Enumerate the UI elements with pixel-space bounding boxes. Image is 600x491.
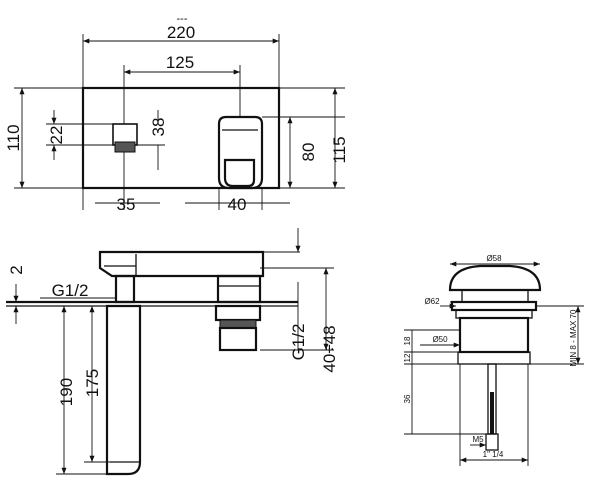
front-lever — [217, 115, 264, 190]
label-thread-right: G1/2 — [289, 324, 308, 361]
dim-spout-offset: 38 — [149, 118, 168, 137]
dim-spout-height: 22 — [47, 126, 66, 145]
dim-range-label: MIN 8 - MAX 70 — [569, 309, 578, 366]
dim-body-diameter: Ø50 — [432, 335, 448, 344]
label-thread-bottom: 1" 1/4 — [483, 450, 504, 459]
label-thread-left: G1/2 — [52, 281, 89, 300]
dim-spout-from-edge: 35 — [117, 195, 136, 214]
waste-body — [458, 316, 530, 354]
dim-depth-range: 40÷48 — [320, 325, 339, 372]
label-thread-m5: M5 — [472, 435, 484, 444]
dim-flange-diameter: Ø62 — [424, 297, 440, 306]
side-inlet-left — [114, 274, 136, 304]
dim-lever-width: 40 — [228, 195, 247, 214]
front-view-title-mark: --- — [177, 13, 188, 25]
dim-body-length: 190 — [57, 378, 76, 406]
waste-view: Ø58 Ø62 Ø50 18 12 36 MIN 8 - MAX 70 M5 1… — [403, 254, 584, 466]
dim-lever-height: 80 — [299, 143, 318, 162]
side-spout-body — [105, 304, 142, 476]
dim-plate-height: 110 — [4, 124, 23, 151]
waste-cap — [448, 264, 542, 292]
waste-flange — [450, 300, 538, 312]
side-lever-body — [98, 250, 265, 278]
dim-plate-thickness: 2 — [7, 265, 26, 274]
front-plate — [81, 86, 281, 190]
dim-overall-height: 115 — [330, 136, 349, 163]
front-view: --- 220 125 110 22 — [4, 13, 349, 214]
side-cartridge — [214, 304, 262, 322]
dim-18: 18 — [403, 336, 412, 345]
front-spout — [112, 123, 138, 153]
dim-36: 36 — [403, 394, 412, 403]
side-view: 2 G1/2 40÷48 G1/2 190 175 — [6, 228, 339, 476]
dim-inlet-spacing: 125 — [166, 53, 194, 72]
dim-12: 12 — [403, 353, 412, 362]
dim-cap-diameter: Ø58 — [486, 254, 502, 263]
dim-spout-length: 175 — [83, 369, 102, 397]
dim-width-total: 220 — [167, 23, 195, 42]
